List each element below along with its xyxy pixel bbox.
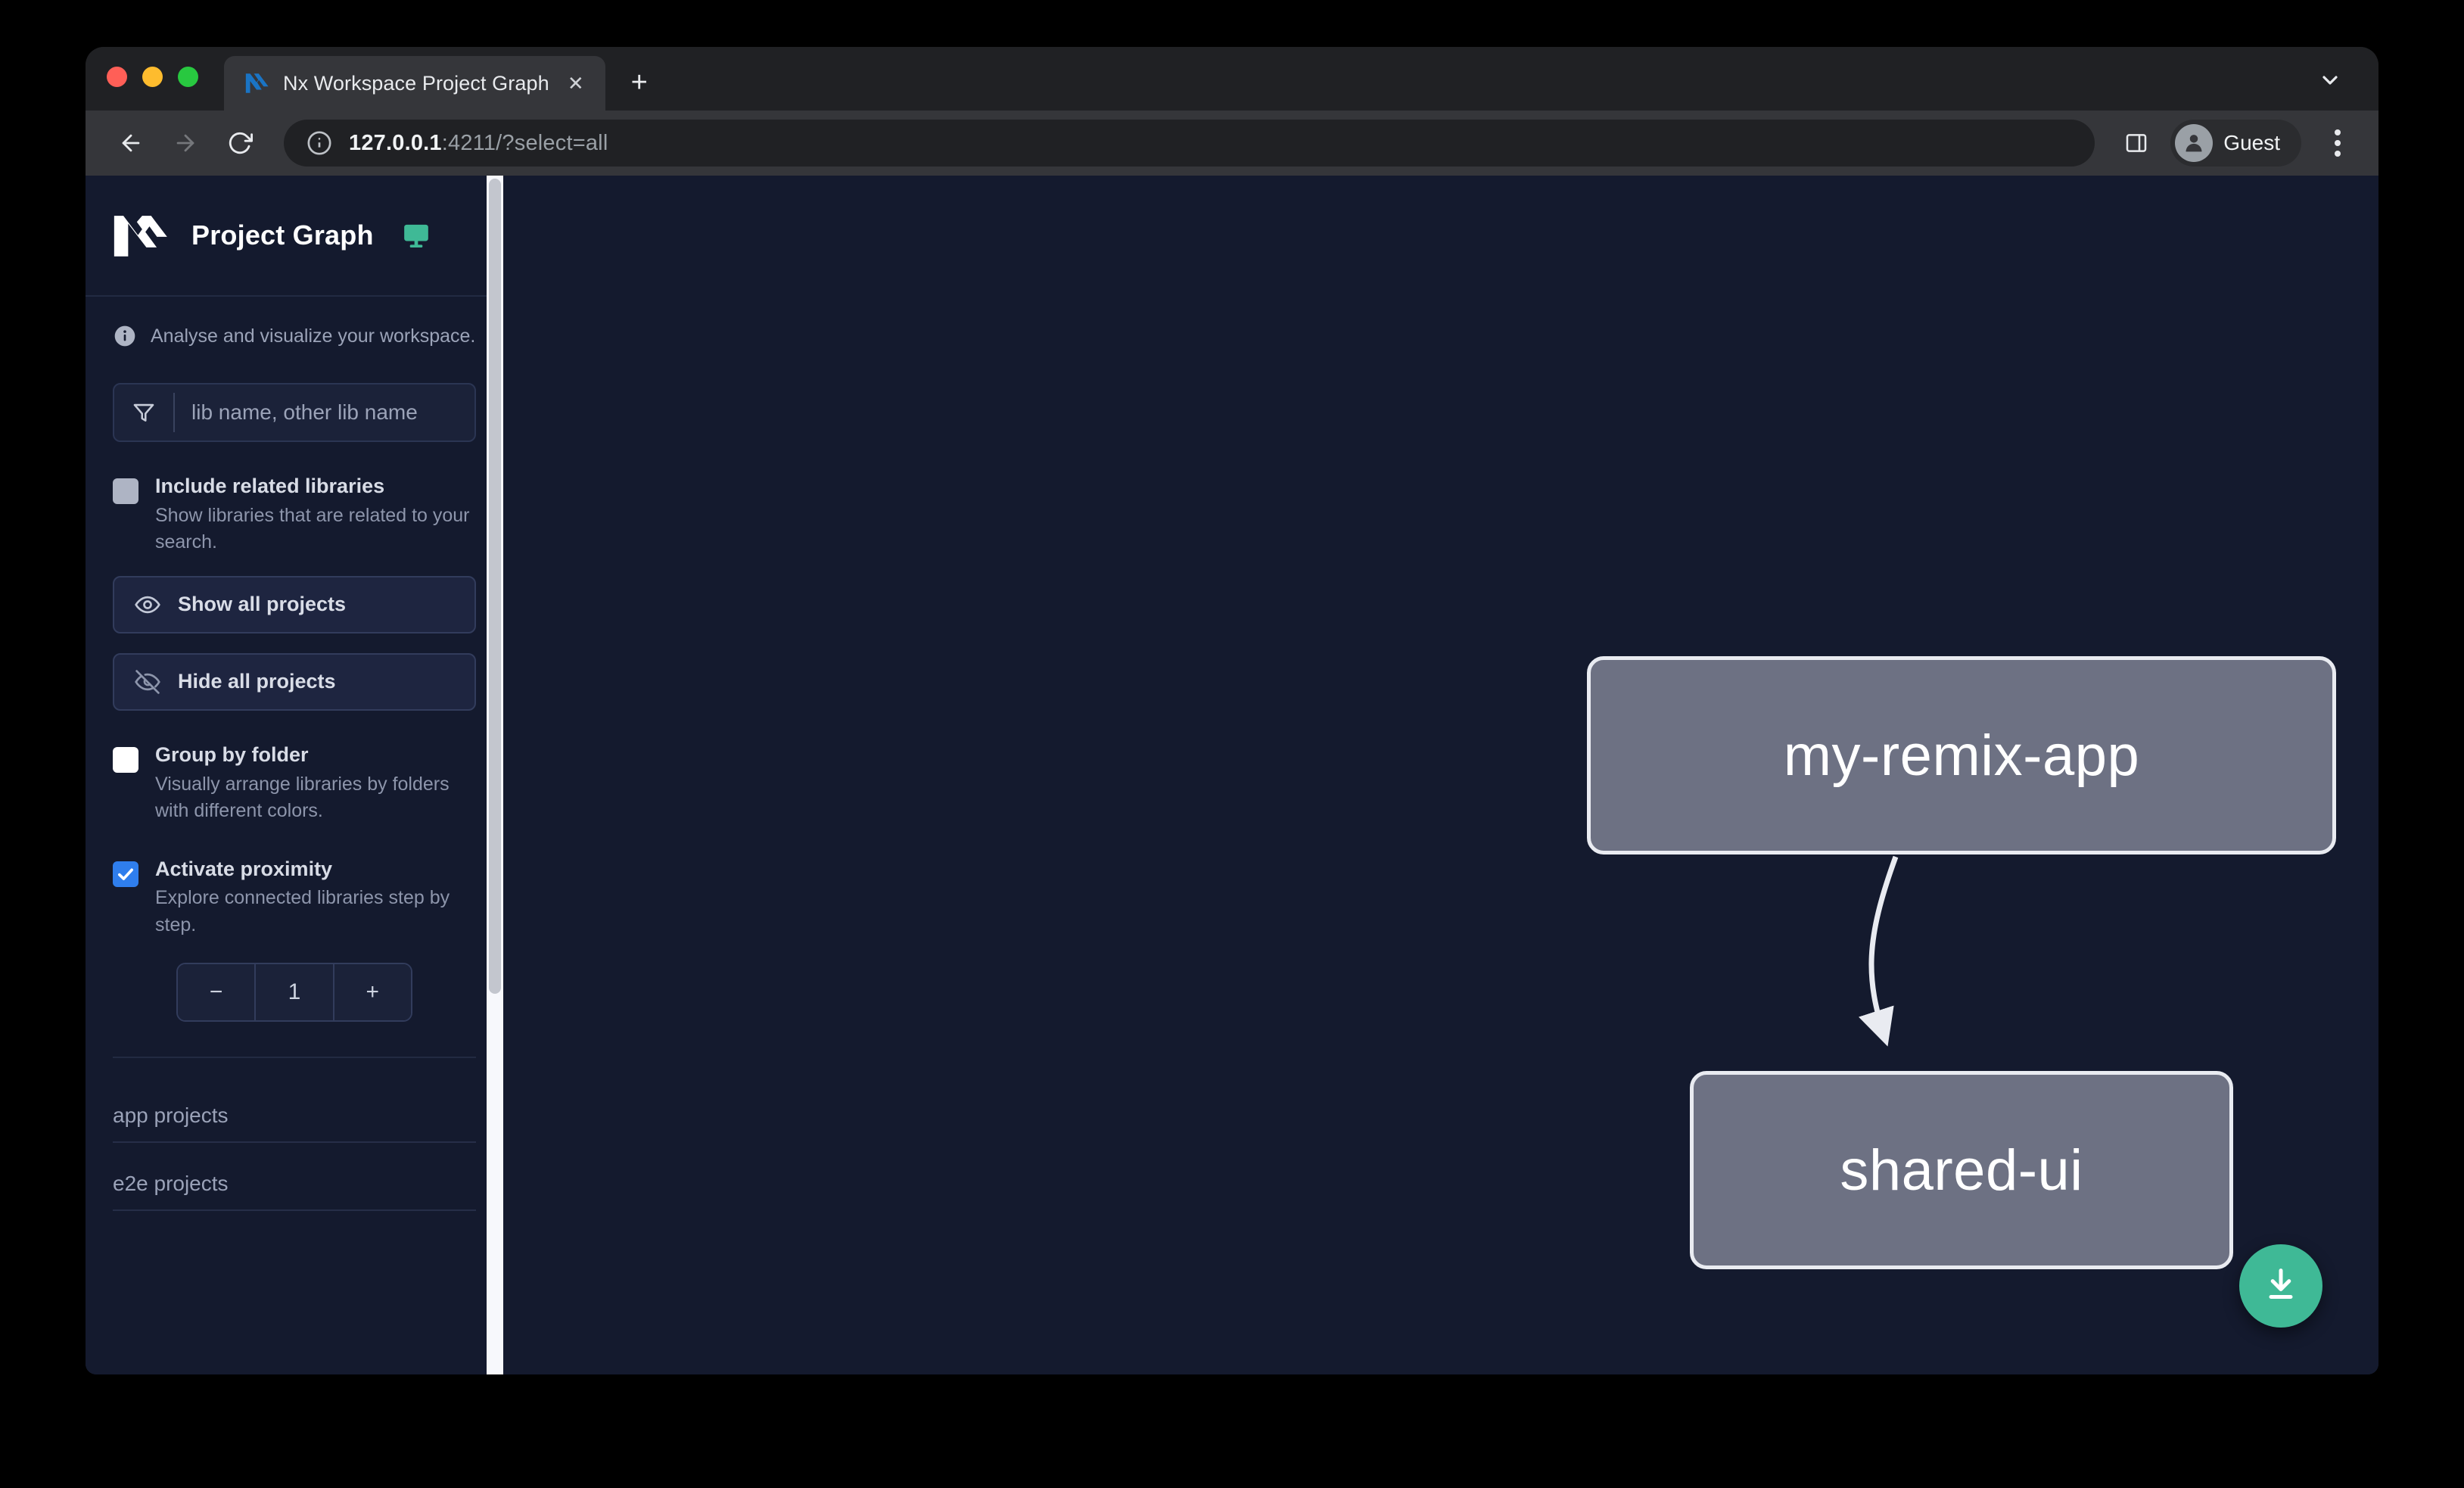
project-graph-canvas[interactable]: my-remix-app shared-ui <box>503 176 2378 1374</box>
sidebar-header: Project Graph <box>86 176 503 297</box>
download-graph-button[interactable] <box>2239 1244 2322 1328</box>
profile-name: Guest <box>2223 131 2280 154</box>
graph-node-my-remix-app[interactable]: my-remix-app <box>1587 656 2336 855</box>
side-panel-icon[interactable] <box>2113 120 2160 167</box>
chevron-down-icon[interactable] <box>2315 65 2345 95</box>
download-icon <box>2261 1265 2301 1308</box>
group-by-folder-checkbox[interactable] <box>113 746 138 773</box>
address-bar-url: 127.0.0.1:4211/?select=all <box>349 131 608 156</box>
browser-tab[interactable]: Nx Workspace Project Graph ✕ <box>224 56 605 111</box>
section-app-projects[interactable]: app projects <box>113 1075 476 1144</box>
three-dot-menu-icon[interactable] <box>2315 120 2360 167</box>
hide-all-projects-label: Hide all projects <box>178 670 336 693</box>
edge-my-remix-app-to-shared-ui <box>1859 855 1899 1047</box>
graph-node-shared-ui[interactable]: shared-ui <box>1690 1071 2233 1269</box>
nx-project-graph-app: Project Graph Analyse and visualize your… <box>86 176 2378 1374</box>
proximity-stepper: − 1 + <box>176 963 412 1023</box>
activate-proximity-description: Explore connected libraries step by step… <box>155 887 450 935</box>
option-activate-proximity[interactable]: Activate proximity Explore connected lib… <box>113 857 476 939</box>
search-input[interactable] <box>191 400 465 425</box>
reload-button[interactable] <box>216 119 264 167</box>
url-path: :4211/?select=all <box>441 130 608 155</box>
url-host: 127.0.0.1 <box>349 130 442 155</box>
sidebar-subtitle: Analyse and visualize your workspace. <box>86 297 503 348</box>
eye-off-icon <box>134 668 161 696</box>
minimize-window-button[interactable] <box>142 66 163 87</box>
hide-all-projects-button[interactable]: Hide all projects <box>113 652 476 711</box>
browser-window: Nx Workspace Project Graph ✕ + 127.0.0.1… <box>86 47 2378 1374</box>
filter-search-box[interactable] <box>113 383 476 442</box>
profile-button[interactable]: Guest <box>2170 120 2301 167</box>
nx-favicon-icon <box>244 70 269 96</box>
info-icon <box>113 324 137 348</box>
option-group-by-folder[interactable]: Group by folder Visually arrange librari… <box>113 742 476 825</box>
page-title: Project Graph <box>191 219 374 251</box>
include-related-libraries-description: Show libraries that are related to your … <box>155 504 470 553</box>
window-controls <box>107 47 224 111</box>
activate-proximity-label: Activate proximity <box>155 857 333 880</box>
group-by-folder-description: Visually arrange libraries by folders wi… <box>155 773 450 822</box>
sidebar: Project Graph Analyse and visualize your… <box>86 176 503 1374</box>
browser-tab-strip: Nx Workspace Project Graph ✕ + <box>86 47 2378 111</box>
sidebar-controls: Include related libraries Show libraries… <box>86 348 503 1059</box>
sidebar-scrollbar[interactable] <box>487 176 503 1374</box>
proximity-decrement-button[interactable]: − <box>178 964 255 1021</box>
proximity-increment-button[interactable]: + <box>332 964 411 1021</box>
info-circle-icon[interactable] <box>306 130 332 156</box>
maximize-window-button[interactable] <box>178 66 198 87</box>
filter-divider <box>173 393 175 432</box>
person-avatar-icon <box>2175 124 2214 162</box>
activate-proximity-checkbox[interactable] <box>113 861 138 887</box>
group-by-folder-label: Group by folder <box>155 742 309 766</box>
sidebar-divider <box>113 1057 476 1059</box>
browser-toolbar: 127.0.0.1:4211/?select=all Guest <box>86 111 2378 176</box>
sidebar-subtitle-text: Analyse and visualize your workspace. <box>151 325 476 347</box>
monitor-icon[interactable] <box>401 220 431 251</box>
forward-button[interactable] <box>161 119 210 167</box>
nx-logo-icon <box>113 213 169 258</box>
new-tab-button[interactable]: + <box>630 67 648 98</box>
sidebar-scrollbar-thumb[interactable] <box>489 179 501 995</box>
option-include-related-libraries[interactable]: Include related libraries Show libraries… <box>113 474 476 556</box>
close-tab-button[interactable]: ✕ <box>567 72 584 95</box>
eye-icon <box>134 591 161 618</box>
address-bar[interactable]: 127.0.0.1:4211/?select=all <box>284 120 2095 167</box>
funnel-filter-icon <box>131 400 157 425</box>
proximity-value: 1 <box>254 964 333 1021</box>
include-related-libraries-checkbox[interactable] <box>113 478 138 504</box>
browser-tab-title: Nx Workspace Project Graph <box>283 71 549 95</box>
back-button[interactable] <box>107 119 155 167</box>
show-all-projects-button[interactable]: Show all projects <box>113 575 476 633</box>
section-e2e-projects[interactable]: e2e projects <box>113 1143 476 1212</box>
show-all-projects-label: Show all projects <box>178 593 347 616</box>
close-window-button[interactable] <box>107 66 127 87</box>
project-sections: app projects e2e projects <box>86 1075 503 1212</box>
include-related-libraries-label: Include related libraries <box>155 475 385 497</box>
